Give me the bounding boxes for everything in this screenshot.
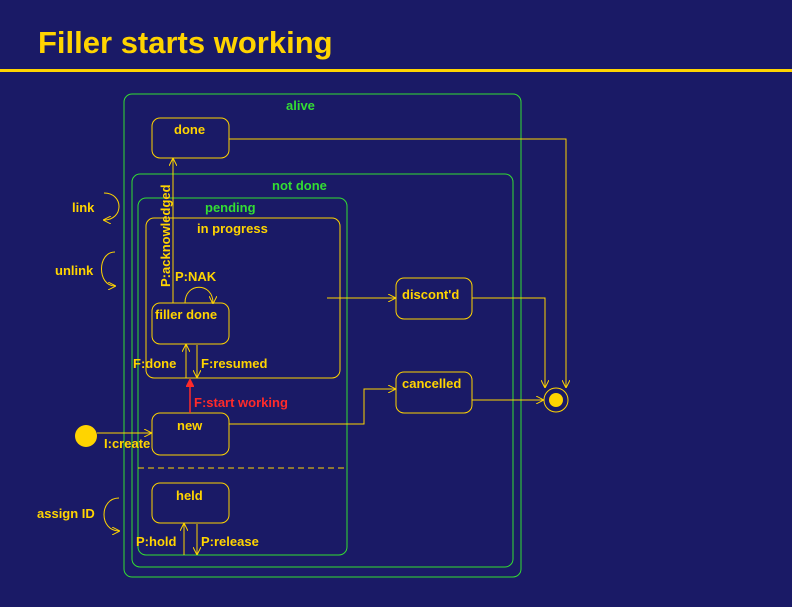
- title-underline: [0, 69, 792, 72]
- state-done-label: done: [174, 122, 205, 137]
- self-transition-link: [104, 192, 120, 220]
- region-not-done: [131, 173, 514, 568]
- final-state-ring: [543, 387, 569, 413]
- transition-p-release-label: P:release: [201, 534, 259, 549]
- transition-p-acknowledged-label: P:acknowledged: [158, 184, 173, 287]
- self-transition-assign-id-label: assign ID: [37, 506, 95, 521]
- region-pending: [137, 197, 348, 556]
- state-new-label: new: [177, 418, 203, 433]
- transition-to-cancelled: [229, 389, 395, 425]
- transition-p-hold-label: P:hold: [136, 534, 176, 549]
- transition-f-done-label: F:done: [133, 356, 176, 371]
- state-held-label: held: [176, 488, 203, 503]
- region-pending-label: pending: [205, 200, 256, 215]
- transition-discontd-to-final: [472, 297, 545, 387]
- state-cancelled-label: cancelled: [402, 376, 461, 391]
- region-alive-label: alive: [286, 98, 315, 113]
- final-state-dot: [549, 393, 563, 407]
- state-discontd-label: discont'd: [402, 287, 459, 302]
- state-done: [151, 117, 230, 159]
- slide-title: Filler starts working: [38, 25, 333, 60]
- region-not-done-label: not done: [272, 178, 327, 193]
- transition-f-resumed-label: F:resumed: [201, 356, 268, 371]
- transition-done-to-final: [229, 138, 566, 387]
- self-transition-unlink-label: unlink: [55, 263, 94, 278]
- transition-create-label: I:create: [104, 436, 150, 451]
- transition-start-working-label: F:start working: [194, 395, 288, 410]
- state-filler-done: [151, 302, 230, 345]
- initial-state: [75, 425, 97, 447]
- self-transition-assign-id: [103, 497, 119, 531]
- state-in-progress: [145, 217, 341, 379]
- state-held: [151, 482, 230, 524]
- bottom-edge: [0, 607, 792, 612]
- region-alive: [123, 93, 522, 578]
- state-filler-done-label: filler done: [155, 307, 217, 322]
- transition-p-nak: [184, 286, 213, 303]
- self-transition-unlink: [101, 251, 116, 286]
- state-cancelled: [395, 371, 473, 414]
- self-transition-link-label: link: [72, 200, 95, 215]
- state-in-progress-label: in progress: [197, 221, 268, 236]
- transition-p-nak-label: P:NAK: [175, 269, 217, 284]
